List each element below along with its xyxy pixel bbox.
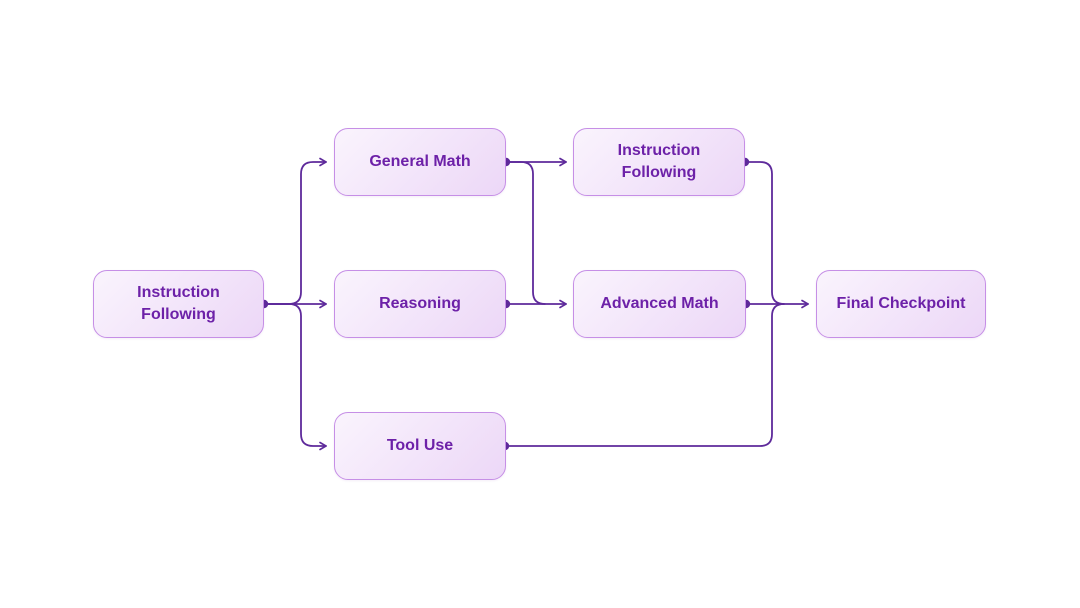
edge-tool-use-to-final-checkpoint — [504, 303, 785, 447]
node-general-math[interactable]: General Math — [334, 128, 506, 196]
node-final-checkpoint[interactable]: Final Checkpoint — [816, 270, 986, 338]
edge-if2-to-final-checkpoint — [744, 161, 785, 305]
node-label: Instruction Following — [617, 142, 701, 181]
edge-general-math-to-advanced-math — [505, 161, 546, 305]
node-instruction-following-1[interactable]: Instruction Following — [93, 270, 264, 338]
edge-if1-to-tool-use — [263, 303, 327, 451]
node-instruction-following-2[interactable]: Instruction Following — [573, 128, 745, 196]
node-label: Reasoning — [379, 295, 461, 313]
node-advanced-math[interactable]: Advanced Math — [573, 270, 746, 338]
node-label: Advanced Math — [600, 295, 719, 313]
node-tool-use[interactable]: Tool Use — [334, 412, 506, 480]
node-label: General Math — [369, 153, 471, 171]
edge-if1-to-general-math — [263, 157, 327, 305]
node-label: Tool Use — [386, 437, 454, 455]
node-label: Final Checkpoint — [836, 295, 966, 313]
node-label: Instruction Following — [137, 284, 220, 323]
node-reasoning[interactable]: Reasoning — [334, 270, 506, 338]
